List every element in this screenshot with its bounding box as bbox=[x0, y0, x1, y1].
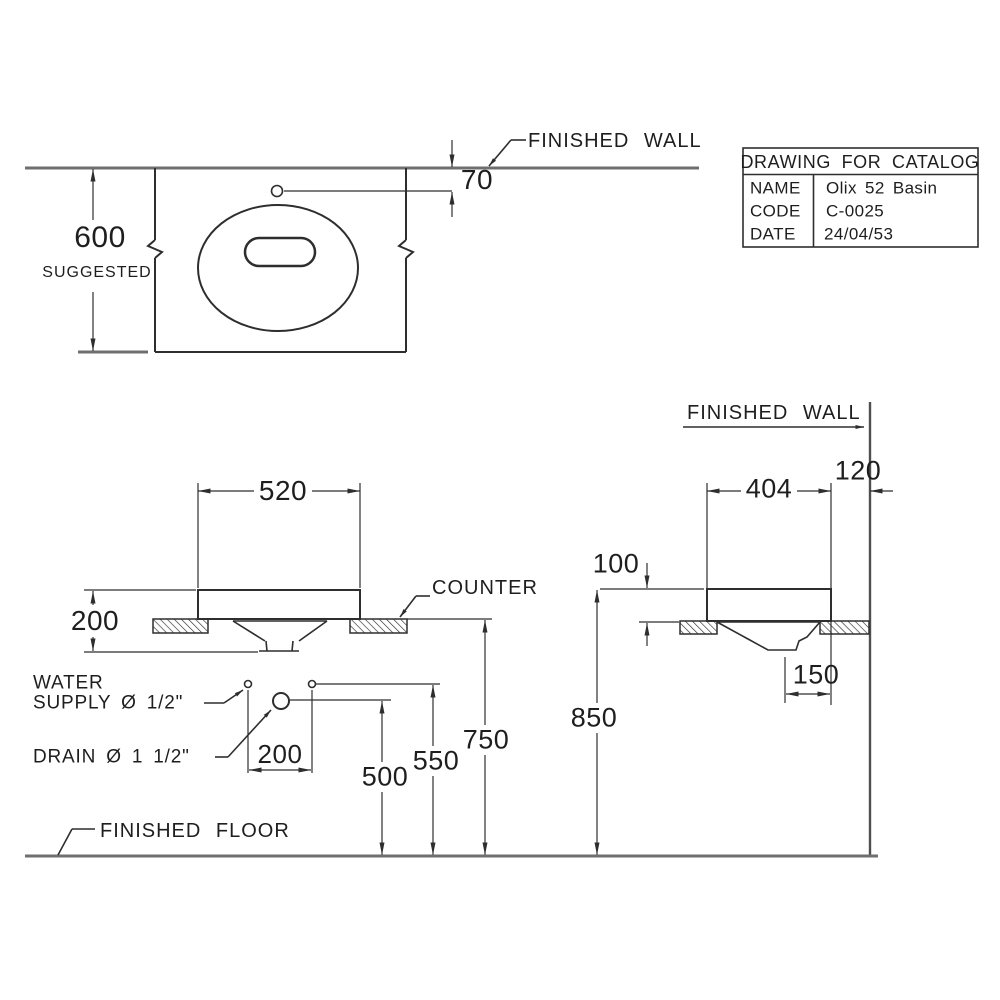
dim-600: 600 bbox=[74, 221, 126, 254]
drain-point bbox=[272, 692, 290, 710]
counter-hatch-left-side bbox=[679, 620, 718, 635]
water-supply-label-line2: SUPPLY Ø 1/2" bbox=[33, 692, 184, 714]
dim-404-lines bbox=[706, 483, 832, 705]
dim-750: 750 bbox=[462, 724, 510, 755]
finished-floor-leader bbox=[57, 828, 95, 856]
counter-leader bbox=[399, 595, 430, 618]
finished-wall-label-side: FINISHED WALL bbox=[687, 402, 861, 424]
finished-wall-label-plan: FINISHED WALL bbox=[528, 130, 702, 152]
bowl-under-counter-front bbox=[232, 620, 328, 652]
plan-view bbox=[25, 139, 699, 354]
water-supply-point-right bbox=[307, 679, 317, 689]
counter-outline-plan bbox=[146, 168, 415, 353]
water-supply-label-line1: WATER bbox=[33, 672, 104, 694]
basin-overflow-slot bbox=[243, 236, 317, 268]
title-block-code-value: C-0025 bbox=[826, 201, 885, 221]
water-supply-leader bbox=[204, 689, 244, 704]
faucet-hole bbox=[270, 184, 284, 198]
title-block-header: DRAWING FOR CATALOG bbox=[740, 152, 980, 172]
counter-hatch-left bbox=[152, 618, 209, 634]
dim-200-supply-lines bbox=[247, 690, 313, 773]
dim-70: 70 bbox=[460, 164, 494, 195]
dim-200-height: 200 bbox=[70, 605, 120, 636]
dim-520-lines bbox=[197, 483, 361, 588]
dim-100-lines bbox=[600, 563, 704, 646]
title-block-name-label: NAME bbox=[750, 178, 801, 198]
drain-label: DRAIN Ø 1 1/2" bbox=[33, 746, 190, 768]
title-block-date-label: DATE bbox=[750, 224, 796, 244]
basin-rim-side bbox=[706, 588, 832, 622]
dim-120: 120 bbox=[834, 455, 882, 486]
drain-leader bbox=[215, 709, 272, 758]
title-block-border bbox=[742, 147, 979, 248]
dim-520: 520 bbox=[258, 475, 308, 506]
bowl-under-counter-side bbox=[716, 621, 821, 651]
dim-600-note: SUGGESTED bbox=[42, 264, 152, 281]
title-block-code-label: CODE bbox=[750, 201, 801, 221]
finished-floor-label: FINISHED FLOOR bbox=[100, 820, 290, 842]
side-elevation bbox=[594, 402, 893, 856]
front-elevation bbox=[84, 483, 492, 855]
basin-bowl-plan bbox=[197, 204, 359, 332]
basin-rim-front bbox=[197, 589, 361, 620]
floor bbox=[25, 828, 878, 858]
counter-label: COUNTER bbox=[432, 577, 538, 599]
dim-100: 100 bbox=[592, 548, 640, 579]
dim-850: 850 bbox=[570, 702, 618, 733]
dim-200-supply: 200 bbox=[257, 739, 303, 769]
water-supply-point-left bbox=[243, 679, 253, 689]
finished-wall-leader-plan bbox=[488, 139, 526, 167]
dim-200-height-lines bbox=[84, 589, 258, 653]
title-block-name-value: Olix 52 Basin bbox=[826, 178, 938, 198]
title-block-date-value: 24/04/53 bbox=[824, 224, 894, 244]
dim-500: 500 bbox=[361, 761, 409, 792]
title-block bbox=[742, 147, 979, 248]
counter-hatch-right bbox=[349, 618, 408, 634]
dim-150-lines bbox=[784, 657, 830, 703]
dim-150: 150 bbox=[792, 659, 840, 690]
dim-404: 404 bbox=[745, 473, 793, 504]
counter-hatch-right-side bbox=[819, 620, 870, 635]
dim-550: 550 bbox=[412, 745, 460, 776]
